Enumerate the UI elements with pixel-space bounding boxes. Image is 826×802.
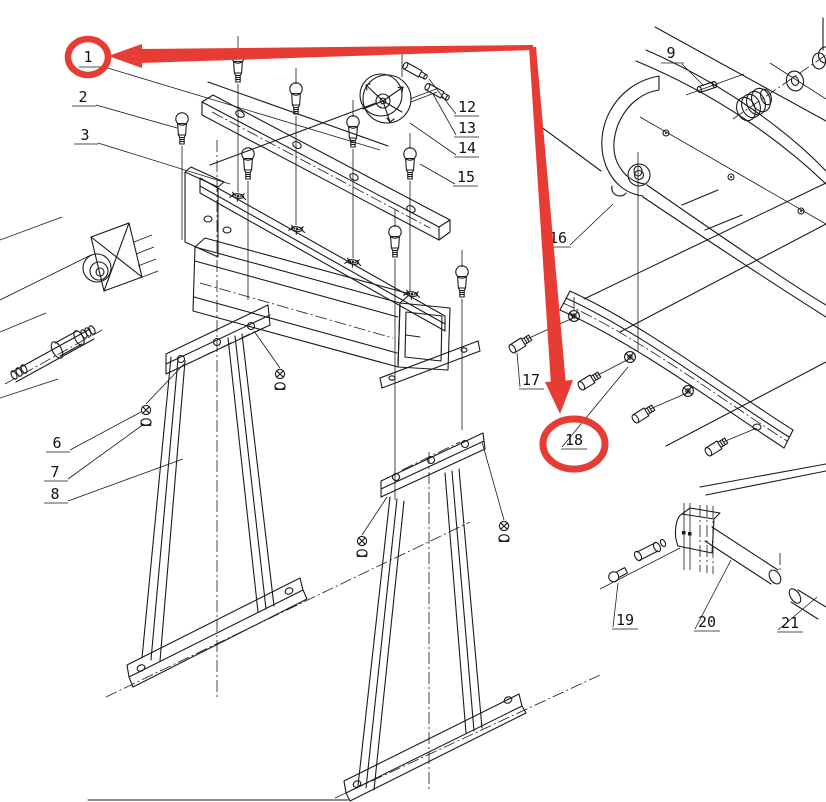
- background-panel-edges: [208, 27, 826, 495]
- callout-14-leader: [410, 123, 479, 157]
- part-callout-12: 12: [458, 98, 476, 116]
- curved-band: [636, 50, 826, 317]
- callout-15-leader: [420, 164, 478, 186]
- handwheel: [360, 50, 411, 123]
- callout-7-leader: [44, 424, 144, 481]
- callout-leader-lines: [44, 63, 817, 632]
- flange-plate: [83, 223, 158, 291]
- highlight-circle-callout-18: [543, 419, 605, 469]
- red-arrow-to-18: [529, 47, 573, 414]
- callout-8-leader: [44, 459, 183, 503]
- thumb-screws: [175, 36, 469, 500]
- callout-9-leader: [661, 63, 704, 86]
- curved-arm-hook: [602, 76, 659, 352]
- callout-18-leader: [561, 367, 628, 449]
- callout-numbers: 1 2 3 6 7 8 9 12 13 14 15 16 17 18 19 20…: [50, 44, 799, 632]
- part-callout-16: 16: [549, 229, 567, 247]
- part-callout-8: 8: [50, 485, 59, 503]
- part-callout-3: 3: [80, 126, 89, 144]
- part-callout-13: 13: [458, 119, 476, 137]
- rod-assembly: [600, 503, 826, 619]
- part-callout-15: 15: [457, 168, 475, 186]
- part-callout-6: 6: [52, 434, 61, 452]
- main-beam: [185, 167, 450, 370]
- washer: [784, 69, 806, 93]
- callout-21-leader: [777, 597, 817, 632]
- callout-12-leader: [429, 79, 479, 116]
- callout-1-leader: [79, 66, 380, 150]
- left-a-frame: [106, 140, 470, 700]
- set-screws-12-13: [402, 62, 450, 102]
- part-callout-18: 18: [565, 431, 583, 449]
- lead-screw-spindle: [0, 217, 102, 398]
- part-callout-14: 14: [458, 139, 476, 157]
- callout-19-leader: [612, 583, 638, 629]
- callout-3-leader: [74, 143, 230, 184]
- part-callout-19: 19: [616, 611, 634, 629]
- coil-spring: [733, 86, 773, 124]
- part-callout-2: 2: [78, 88, 87, 106]
- pin-axis-line: [686, 74, 744, 95]
- red-arrow-to-1: [108, 44, 533, 68]
- callout-6-leader: [46, 412, 141, 452]
- band-screw: [663, 130, 804, 214]
- right-a-frame: [335, 433, 600, 801]
- part-callout-7: 7: [50, 463, 59, 481]
- red-annotations: [68, 39, 605, 469]
- beam-base-plate: [380, 341, 480, 388]
- part-callout-20: 20: [698, 613, 716, 631]
- callout-2-leader: [72, 105, 177, 128]
- callout-17-leader: [517, 353, 544, 389]
- hook-screw: [634, 152, 642, 352]
- part-callout-21: 21: [781, 614, 799, 632]
- clamp-bar: [202, 95, 450, 240]
- part-callout-1: 1: [83, 48, 92, 66]
- callout-20-leader: [694, 560, 731, 631]
- part-callout-17: 17: [522, 371, 540, 389]
- part-callout-9: 9: [666, 44, 675, 62]
- callout-13-leader: [433, 94, 479, 137]
- curved-clamp-bar: [507, 291, 793, 458]
- highlight-circle-callout-1: [68, 39, 108, 75]
